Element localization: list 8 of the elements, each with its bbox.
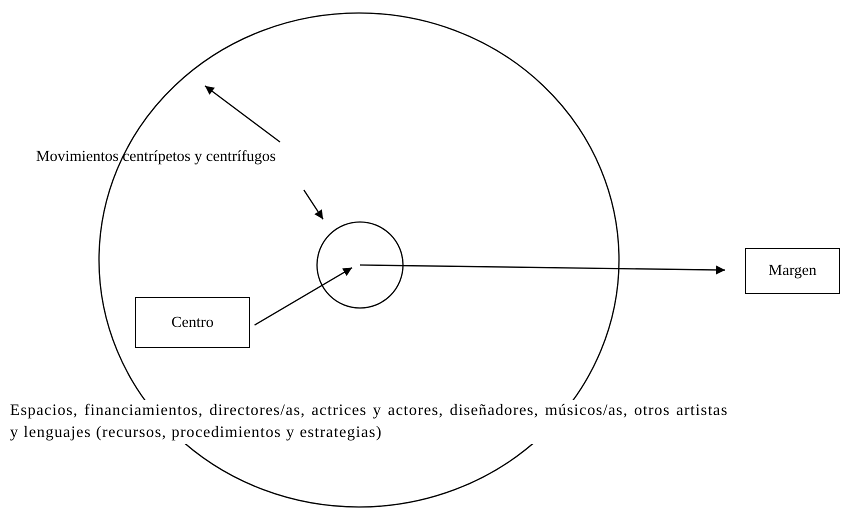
label-box: Centro bbox=[135, 297, 250, 348]
arrow bbox=[254, 267, 352, 326]
arrow bbox=[303, 190, 324, 220]
label-box: Margen bbox=[745, 248, 840, 294]
arrow bbox=[204, 85, 280, 143]
caption-text: Espacios, financiamientos, directores/as, actrices y actores, diseñadores, músicos/as, otros artistas y lenguajes (recursos, procedimientos y estrategias) bbox=[10, 400, 728, 444]
annotation-text: Movimientos centrípetos y centrífugos bbox=[36, 148, 276, 165]
arrow bbox=[360, 264, 726, 274]
